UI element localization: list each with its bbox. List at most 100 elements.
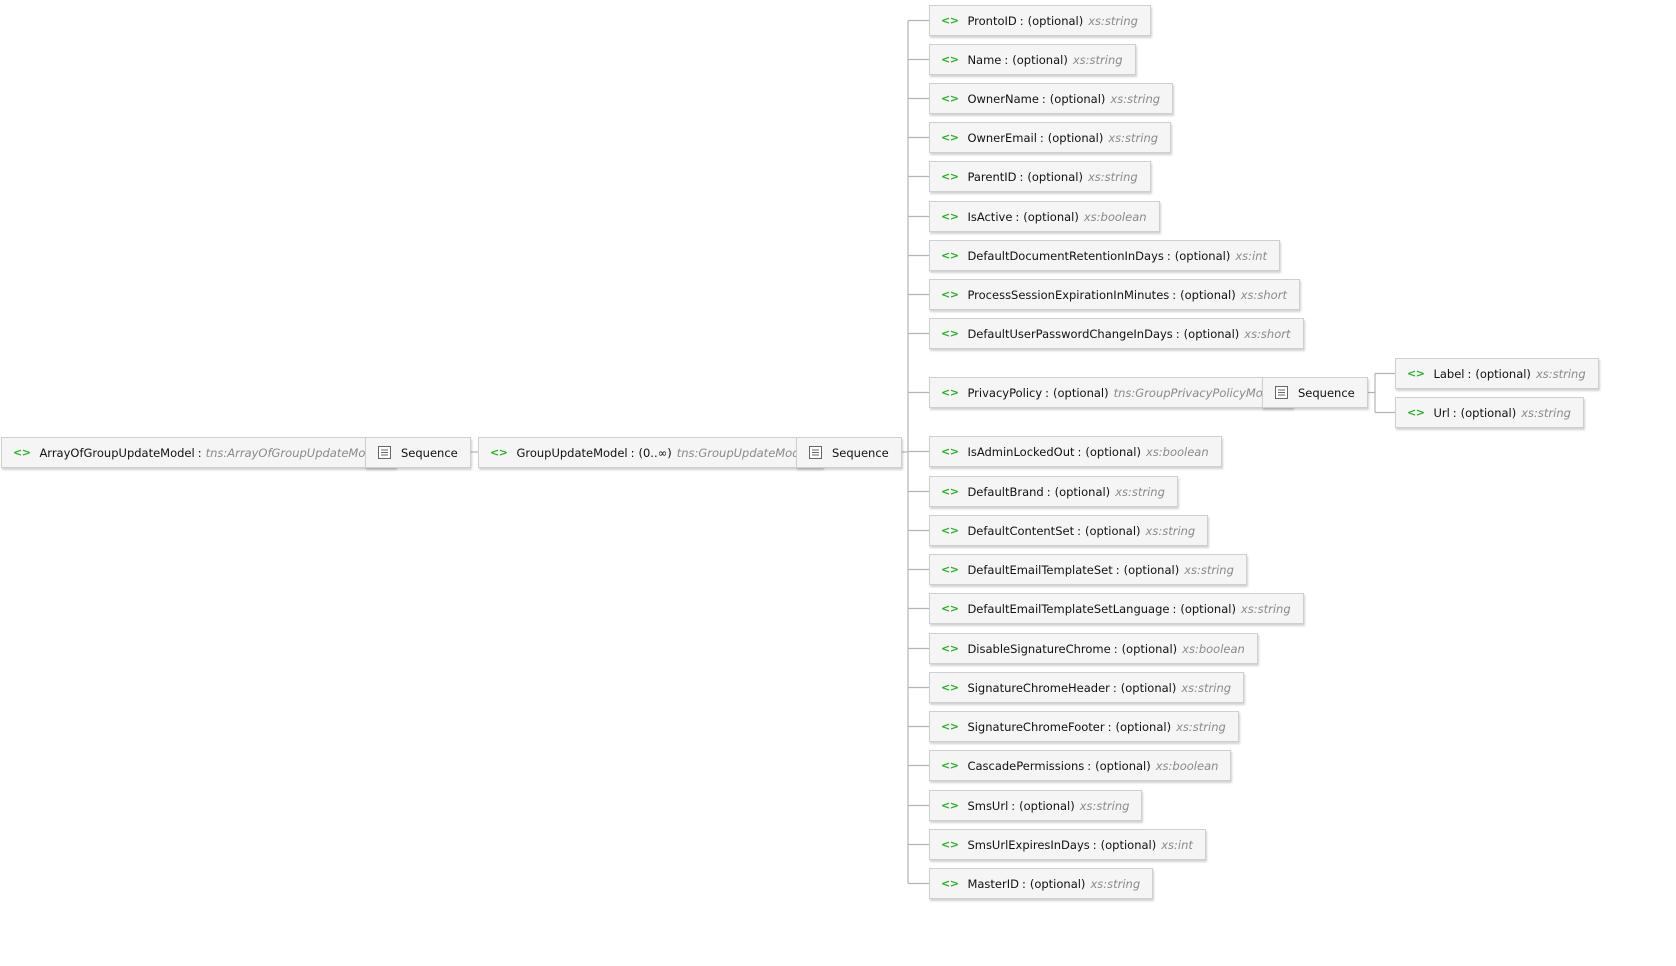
element-cardinality: (optional) — [1475, 366, 1531, 381]
element-tag-icon: <> — [490, 446, 508, 459]
element-name: IsAdminLockedOut — [967, 444, 1075, 459]
element-separator: : — [1077, 523, 1081, 538]
element-name: Label — [1433, 366, 1465, 381]
element-tag-icon: <> — [941, 720, 959, 733]
element-cardinality: (optional) — [1053, 385, 1109, 400]
element-name: DefaultBrand — [967, 484, 1044, 499]
element-separator: : — [1011, 798, 1016, 813]
field-node-processsessionexpirationinminutes[interactable]: <>ProcessSessionExpirationInMinutes:(opt… — [929, 279, 1300, 310]
element-cardinality: (optional) — [1180, 287, 1236, 302]
element-tag-icon: <> — [941, 799, 959, 812]
element-tag-icon: <> — [941, 563, 959, 576]
element-type: xs:int — [1235, 248, 1268, 263]
element-type: xs:string — [1184, 562, 1234, 577]
element-separator: : — [1113, 641, 1118, 656]
element-cardinality: (optional) — [1054, 484, 1111, 499]
element-cardinality: (optional) — [1047, 130, 1104, 145]
element-cardinality: (optional) — [1029, 876, 1086, 891]
field-node-defaultuserpasswordchangeindays[interactable]: <>DefaultUserPasswordChangeInDays:(optio… — [929, 318, 1304, 349]
field-node-signaturechromefooter[interactable]: <>SignatureChromeFooter:(optional)xs:str… — [929, 711, 1239, 742]
element-name: SignatureChromeFooter — [967, 719, 1105, 734]
element-cardinality: (optional) — [1100, 837, 1157, 852]
element-separator: : — [1046, 484, 1051, 499]
element-separator: : — [1019, 169, 1024, 184]
element-type: xs:boolean — [1155, 758, 1219, 773]
element-separator: : — [1041, 91, 1046, 106]
element-name: MasterID — [967, 876, 1019, 891]
field-node-defaultdocumentretentionindays[interactable]: <>DefaultDocumentRetentionInDays:(option… — [929, 240, 1281, 271]
element-separator: : — [1467, 366, 1472, 381]
element-name: DefaultDocumentRetentionInDays — [967, 248, 1164, 263]
element-tag-icon: <> — [941, 485, 959, 498]
element-type: xs:string — [1535, 366, 1586, 381]
element-type: tns:GroupUpdateModel — [676, 445, 810, 460]
element-tag-icon: <> — [941, 838, 959, 851]
field-node-owneremail[interactable]: <>OwnerEmail:(optional)xs:string — [929, 122, 1172, 153]
field-node-defaultemailtemplateset[interactable]: <>DefaultEmailTemplateSet:(optional)xs:s… — [929, 554, 1247, 585]
element-name: SmsUrl — [967, 798, 1009, 813]
sequence-node-group[interactable]: Sequence — [796, 437, 902, 468]
element-cardinality: (0..∞) — [638, 445, 672, 460]
element-type: xs:string — [1521, 405, 1571, 420]
element-cardinality: (optional) — [1027, 13, 1084, 28]
element-type: tns:GroupPrivacyPolicyModel — [1113, 385, 1281, 400]
field-node-defaultbrand[interactable]: <>DefaultBrand:(optional)xs:string — [929, 476, 1178, 507]
element-cardinality: (optional) — [1123, 562, 1180, 577]
element-name: Url — [1433, 405, 1450, 420]
element-tag-icon: <> — [1407, 367, 1425, 380]
element-separator: : — [1039, 130, 1044, 145]
element-cardinality: (optional) — [1174, 248, 1231, 263]
element-name: GroupUpdateModel — [516, 445, 628, 460]
element-tag-icon: <> — [941, 327, 959, 340]
element-type: xs:string — [1176, 719, 1226, 734]
field-node-defaultcontentset[interactable]: <>DefaultContentSet:(optional)xs:string — [929, 515, 1209, 546]
element-cardinality: (optional) — [1027, 169, 1083, 184]
field-node-smsurlexpiresindays[interactable]: <>SmsUrlExpiresInDays:(optional)xs:int — [929, 829, 1206, 860]
element-name: IsActive — [967, 209, 1013, 224]
element-type: xs:string — [1110, 91, 1161, 106]
field-node-smsurl[interactable]: <>SmsUrl:(optional)xs:string — [929, 790, 1143, 821]
field-node-signaturechromeheader[interactable]: <>SignatureChromeHeader:(optional)xs:str… — [929, 672, 1245, 703]
field-node-isactive[interactable]: <>IsActive:(optional)xs:boolean — [929, 201, 1160, 232]
element-cardinality: (optional) — [1115, 719, 1172, 734]
field-node-ownername[interactable]: <>OwnerName:(optional)xs:string — [929, 83, 1174, 114]
policy-field-node-label[interactable]: <> Label:(optional) xs:string — [1395, 358, 1599, 389]
element-type: xs:boolean — [1182, 641, 1245, 656]
field-node-masterid[interactable]: <>MasterID:(optional)xs:string — [929, 868, 1154, 899]
element-tag-icon: <> — [941, 602, 959, 615]
element-name: PrivacyPolicy — [967, 385, 1043, 400]
sequence-node-privacy-policy[interactable]: Sequence — [1262, 377, 1368, 408]
root-element-node[interactable]: <>ArrayOfGroupUpdateModel:tns:ArrayOfGro… — [1, 437, 396, 468]
element-cardinality: (optional) — [1049, 91, 1106, 106]
element-name: OwnerEmail — [967, 130, 1037, 145]
element-type: xs:string — [1181, 680, 1232, 695]
field-node-disablesignaturechrome[interactable]: <>DisableSignatureChrome:(optional)xs:bo… — [929, 633, 1258, 664]
field-node-privacypolicy[interactable]: <>PrivacyPolicy:(optional)tns:GroupPriva… — [929, 377, 1294, 408]
element-separator: : — [1175, 326, 1180, 341]
sequence-icon — [809, 446, 822, 459]
field-node-prontoid[interactable]: <>ProntoID:(optional)xs:string — [929, 5, 1151, 36]
element-name: ParentID — [967, 169, 1017, 184]
sequence-node-root[interactable]: Sequence — [365, 437, 471, 468]
element-separator: : — [1115, 562, 1120, 577]
group-update-model-node[interactable]: <> GroupUpdateModel:(0..∞) tns:GroupUpdate… — [478, 437, 823, 468]
element-type: xs:boolean — [1145, 444, 1209, 459]
element-type: tns:ArrayOfGroupUpdateModel — [205, 445, 383, 460]
element-separator: : — [1172, 287, 1177, 302]
field-node-parentid[interactable]: <>ParentID:(optional)xs:string — [929, 161, 1151, 192]
sequence-icon — [378, 446, 391, 459]
element-type: xs:string — [1108, 130, 1159, 145]
field-node-defaultemailtemplatesetlanguage[interactable]: <>DefaultEmailTemplateSetLanguage:(optio… — [929, 593, 1304, 624]
element-type: xs:string — [1090, 876, 1141, 891]
element-tag-icon: <> — [1407, 406, 1425, 419]
field-node-cascadepermissions[interactable]: <>CascadePermissions:(optional)xs:boolea… — [929, 750, 1232, 781]
element-name: Name — [967, 52, 1002, 67]
element-type: xs:short — [1244, 326, 1291, 341]
field-node-isadminlockedout[interactable]: <>IsAdminLockedOut:(optional)xs:boolean — [929, 436, 1222, 467]
element-type: xs:string — [1072, 52, 1123, 67]
element-separator: : — [630, 445, 635, 460]
element-cardinality: (optional) — [1121, 641, 1178, 656]
policy-field-node-url[interactable]: <>Url:(optional)xs:string — [1395, 397, 1584, 428]
field-node-name[interactable]: <>Name:(optional)xs:string — [929, 44, 1136, 75]
